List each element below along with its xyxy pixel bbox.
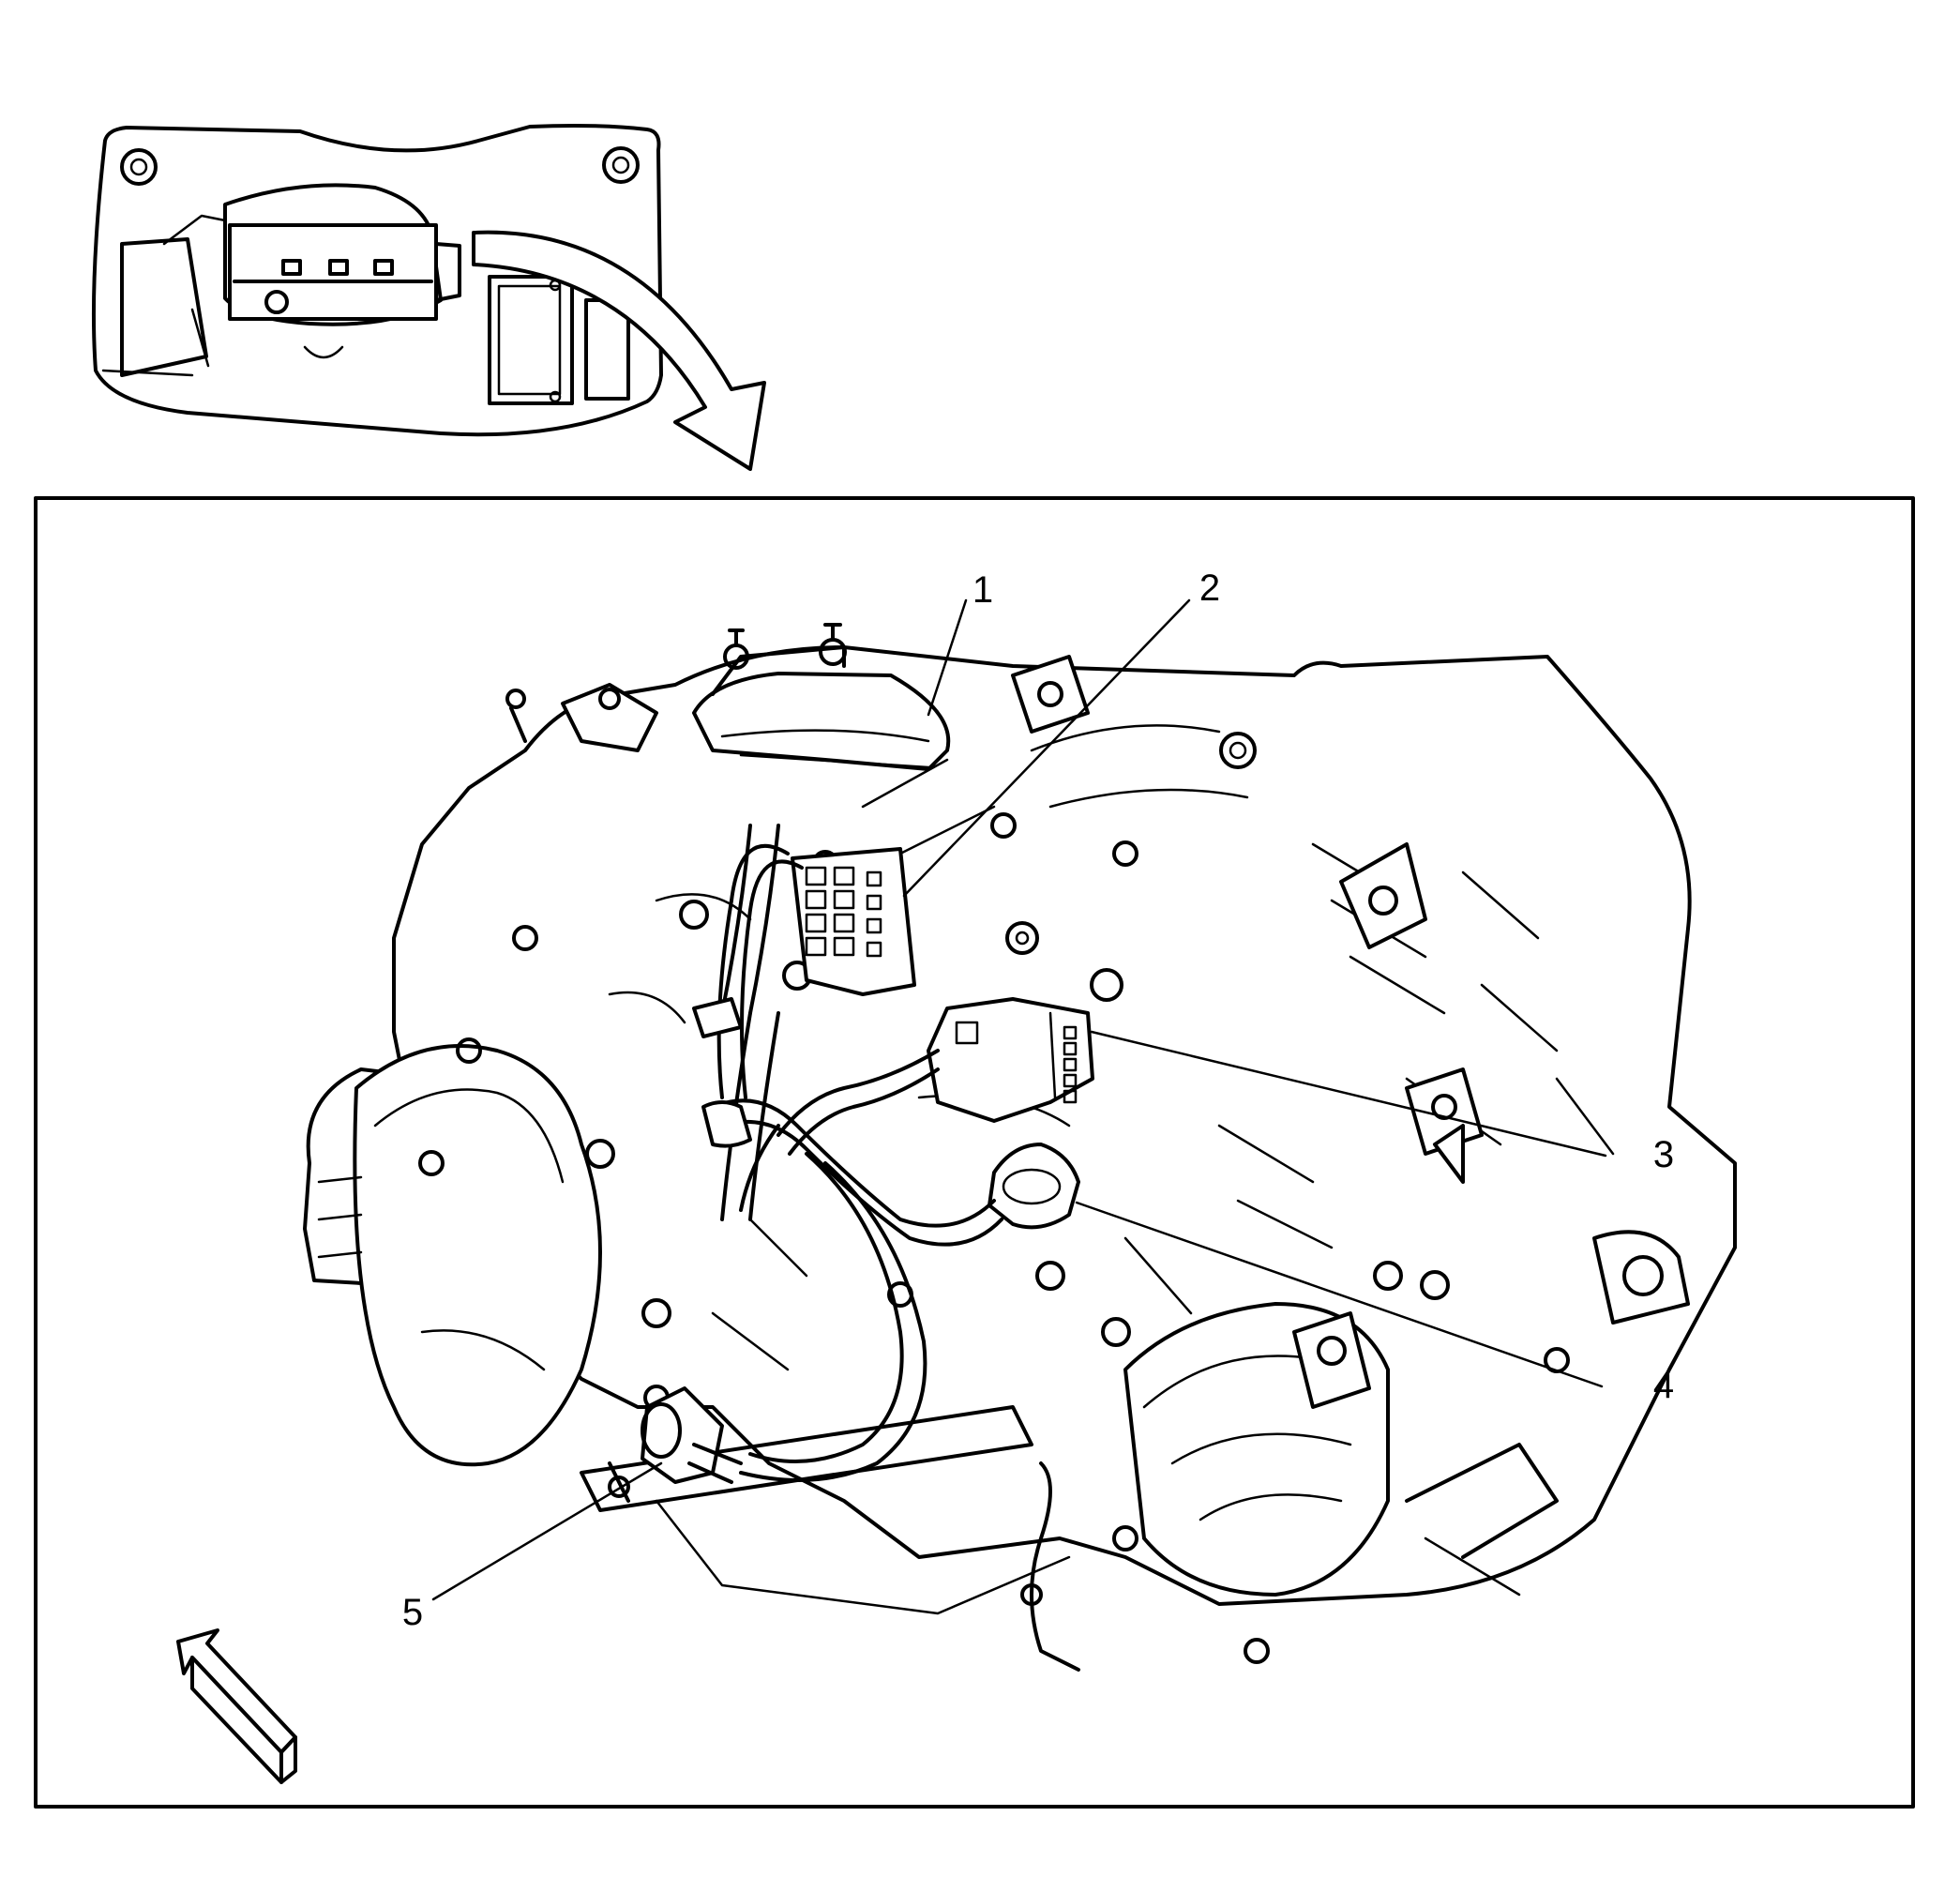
callout-3: 3 [1653,1134,1674,1175]
callout-5: 5 [402,1592,423,1633]
callout-2: 2 [1199,568,1220,609]
main-frame [34,496,1915,1809]
inset-view [91,124,663,437]
callout-4: 4 [1653,1365,1674,1406]
direction-arrow [176,1628,297,1784]
connector-2-pins [805,866,882,958]
transaxle-illustration [303,623,1737,1672]
transition-arrow [472,230,766,471]
callout-leaders [431,598,1607,1601]
callouts: 1 2 3 4 5 [402,568,1674,1633]
callout-1: 1 [972,569,993,611]
